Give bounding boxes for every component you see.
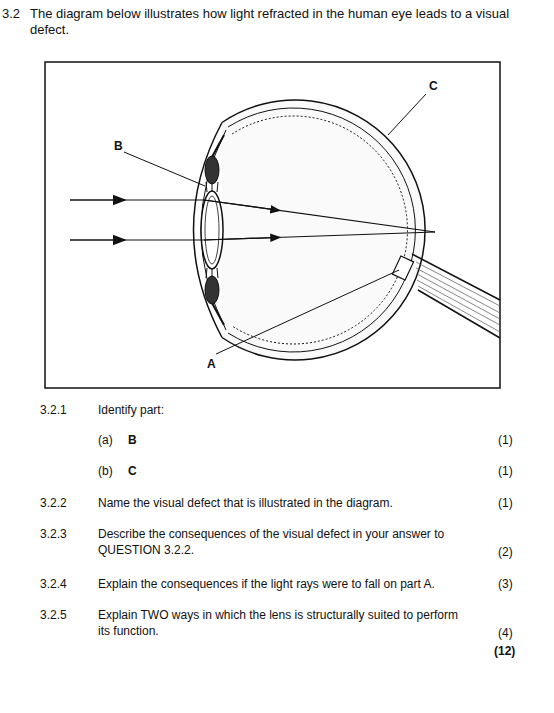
question-number: 3.2 <box>2 6 20 22</box>
part-label: B <box>128 432 137 448</box>
question-stem: The diagram below illustrates how light … <box>30 6 530 38</box>
light-ray <box>125 200 435 232</box>
question-number: 3.2.4 <box>40 576 67 592</box>
retina <box>232 116 407 344</box>
part-label: C <box>128 463 137 479</box>
mark: (1) <box>498 495 513 511</box>
sclera <box>222 100 425 360</box>
part-label: C <box>428 78 439 94</box>
leader-line <box>216 270 399 354</box>
light-ray <box>70 199 125 201</box>
question-number: 3.2.2 <box>40 495 67 511</box>
blind-spot <box>392 256 413 280</box>
mark: (3) <box>498 576 513 592</box>
cornea <box>194 123 223 338</box>
light-ray <box>70 239 125 241</box>
question-number: 3.2.5 <box>40 607 67 623</box>
cornea-inner <box>201 130 226 330</box>
choroid <box>228 108 415 352</box>
light-ray-arrow <box>204 200 280 211</box>
total-mark: (12) <box>494 643 515 659</box>
question-text: Explain TWO ways in which the lens is st… <box>98 607 468 639</box>
optic-nerve <box>412 254 500 338</box>
question-text: Identify part: <box>98 402 398 418</box>
ciliary-body <box>205 276 219 304</box>
question-text: Explain the consequences if the light ra… <box>98 576 496 592</box>
sub-item: (a) <box>98 432 113 448</box>
mark: (2) <box>498 544 513 560</box>
sub-item: (b) <box>98 463 113 479</box>
question-number: 3.2.3 <box>40 526 67 542</box>
question-number: 3.2.1 <box>40 402 67 418</box>
question-text: Describe the consequences of the visual … <box>98 526 483 558</box>
mark: (4) <box>498 625 513 641</box>
light-ray <box>125 232 435 240</box>
mark: (1) <box>498 463 513 479</box>
ciliary-body <box>205 156 219 184</box>
lens-inner <box>205 196 219 264</box>
light-ray-arrow <box>204 237 280 240</box>
part-label: A <box>206 356 217 372</box>
mark: (1) <box>498 432 513 448</box>
leader-line <box>388 94 426 135</box>
figure-frame <box>45 62 500 388</box>
leader-line <box>124 152 205 186</box>
part-label: B <box>113 138 124 154</box>
nerve-fibres <box>416 262 500 332</box>
question-text: Name the visual defect that is illustrat… <box>98 495 493 511</box>
